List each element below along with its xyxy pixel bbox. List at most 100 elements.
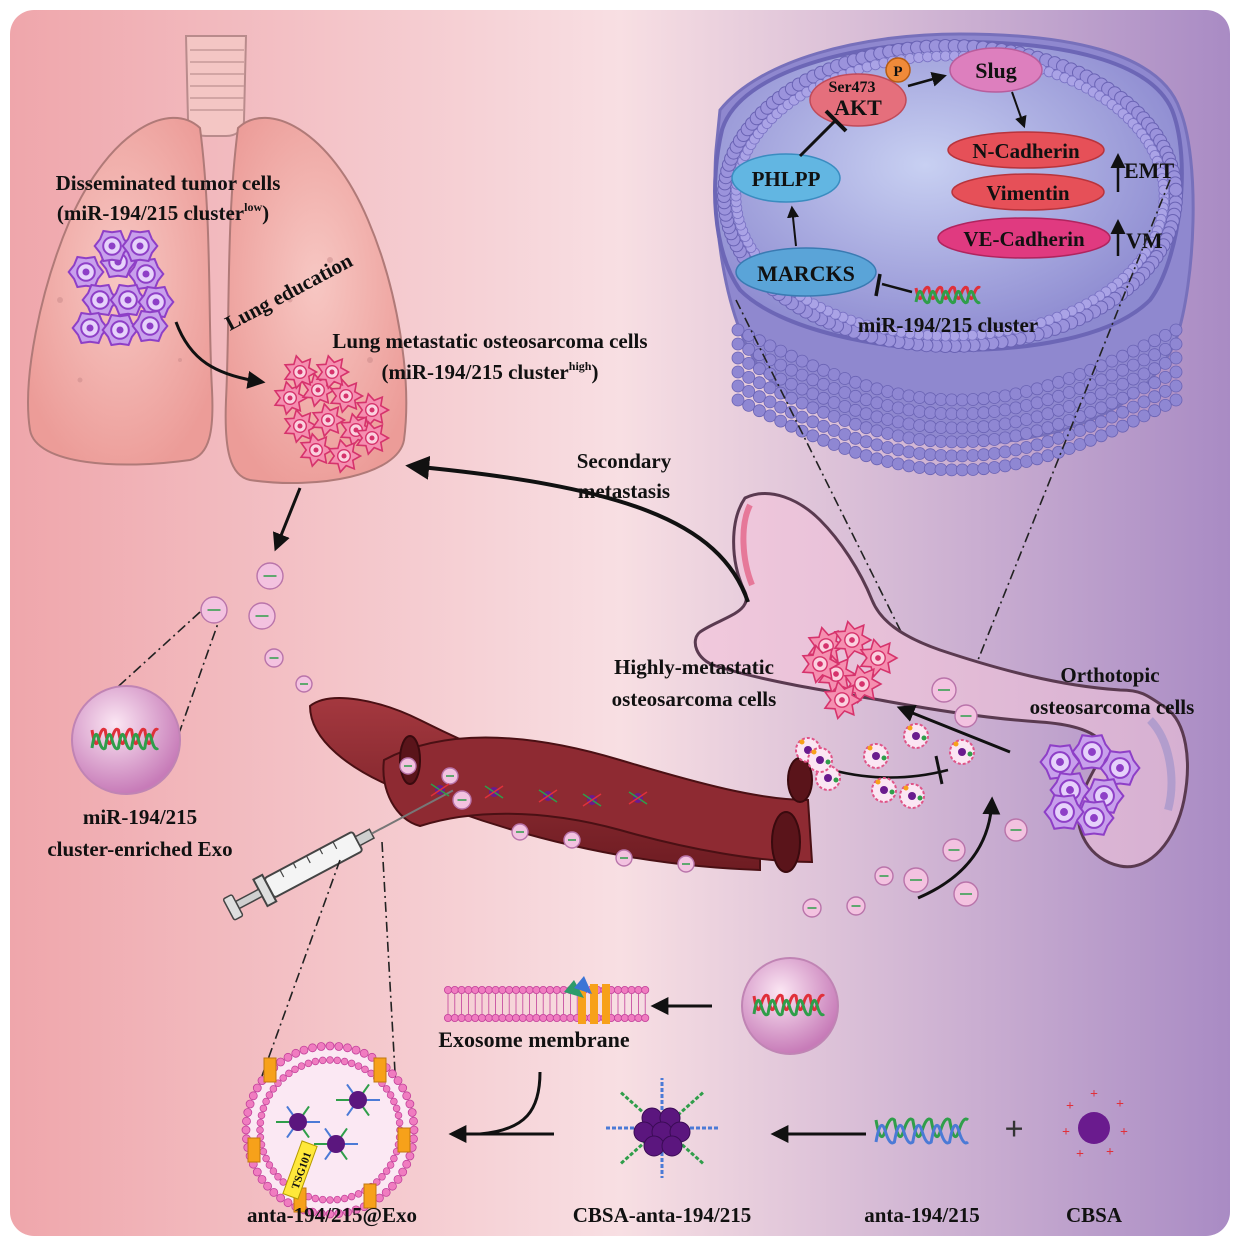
phospho-marker: [885, 57, 911, 83]
emt-label: EMT: [1124, 158, 1174, 183]
vessel-drug-particle: [538, 789, 558, 803]
anta-label: anta-194/215: [864, 1203, 980, 1227]
exosome-particle: [200, 596, 228, 624]
highly-metastatic-label-1: Highly-metastatic: [614, 655, 774, 679]
orthotopic-cell-cluster: [1039, 734, 1141, 836]
tumor-cell-pink: [355, 420, 391, 456]
exosome-particle: [874, 866, 894, 886]
exosome-particle: [511, 823, 529, 841]
tumor-cell-purple: [131, 309, 169, 343]
exosome-particle: [452, 790, 472, 810]
akt-node: [809, 73, 907, 127]
disseminated-subtitle: (miR-194/215 clusterlow): [57, 200, 269, 225]
slug-node: [949, 47, 1043, 93]
rna-strand: [90, 727, 160, 751]
ve-cadherin-node: [937, 217, 1111, 259]
tumor-cell-purple: [1039, 744, 1081, 780]
cbsa-molecule: [1078, 1112, 1110, 1144]
vimentin-node: [951, 173, 1105, 211]
plus-sign: +: [1004, 1111, 1023, 1148]
exosome-particle: [256, 562, 284, 590]
exosome-particle: [903, 867, 929, 893]
anta-194-215-exo-vesicle: [241, 1041, 419, 1219]
tumor-cell-pink: [801, 643, 841, 685]
source-exo-rna-icon: [752, 993, 826, 1017]
tumor-cell-purple: [101, 313, 139, 347]
cbsa-charge-signs: +++++++: [1062, 1087, 1128, 1162]
drug-loaded-exosome: [863, 743, 889, 769]
syringe-graduations: [279, 841, 338, 878]
charge-sign: +: [1106, 1145, 1114, 1160]
tumor-cell-pink: [329, 378, 365, 414]
marcks-node: [735, 247, 877, 297]
membrane-marker-green: [564, 980, 584, 998]
membrane-marker-blue: [574, 976, 592, 994]
disseminated-tumor-cell-cluster: [67, 229, 175, 347]
n-cadherin-label: N-Cadherin: [972, 139, 1080, 163]
vesicle-lumen: [246, 1046, 414, 1214]
orthotopic-label-2: osteosarcoma cells: [1030, 695, 1195, 719]
exosome-particle: [677, 855, 695, 873]
exosome-particle: [942, 838, 966, 862]
tumor-cell-purple: [81, 283, 119, 317]
lung-to-exo-arrow: [272, 487, 302, 552]
charge-sign: +: [1066, 1099, 1074, 1114]
orthotopic-label-1: Orthotopic: [1060, 663, 1159, 687]
tumor-cell-pink: [859, 637, 899, 679]
syringe-needle: [371, 789, 454, 835]
marcks-to-phlpp-arrow: [787, 205, 799, 247]
lung-education-arrow: [174, 321, 266, 389]
branch-vessel: [382, 736, 814, 864]
n-cadherin-node: [947, 131, 1105, 169]
highly-metastatic-label-2: osteosarcoma cells: [612, 687, 777, 711]
exo-inhibit-line: [831, 768, 949, 779]
tumor-cell-purple: [1043, 794, 1085, 830]
exosome-particle: [954, 704, 978, 728]
blood-vessel-illustration: [308, 697, 814, 873]
rna-strand: [874, 1117, 970, 1145]
anta-exo-label: anta-194/215@Exo: [247, 1203, 417, 1227]
tumor-cell-pink: [283, 408, 319, 444]
exo-inhibit-bar: [934, 755, 944, 785]
exosome-particle: [295, 675, 313, 693]
exosome-particle: [953, 881, 979, 907]
exosome-particle: [615, 849, 633, 867]
exosome-particle: [264, 648, 284, 668]
tumor-cell-pink: [283, 354, 319, 390]
tumor-cell-pink: [823, 679, 863, 721]
charge-sign: +: [1116, 1097, 1124, 1112]
tumor-cell-purple: [1099, 750, 1141, 786]
syringe-icon: [222, 789, 454, 921]
exosome-particle: [441, 767, 459, 785]
vessel-drug-particle: [582, 793, 602, 807]
drug-loaded-exosome: [807, 747, 833, 773]
orthotopic-to-metastatic-arrow: [896, 704, 1011, 754]
exo-rna-strand-icon: [90, 727, 160, 751]
tumor-cell-purple: [121, 229, 159, 263]
exo-label-2: cluster-enriched Exo: [47, 837, 232, 861]
tumor-cell-purple: [71, 311, 109, 345]
drug-loaded-exosome: [903, 723, 929, 749]
phlpp-inhibits-akt: [798, 118, 838, 158]
exosome-particle: [563, 831, 581, 849]
vm-label: VM: [1126, 228, 1163, 253]
exosome-particle: [802, 898, 822, 918]
akt-label: AKT: [834, 95, 882, 120]
phlpp-label: PHLPP: [752, 167, 821, 191]
secondary-metastasis-arrow: [405, 455, 750, 603]
charge-sign: +: [1076, 1147, 1084, 1162]
drug-loaded-exosome: [899, 783, 925, 809]
akt-ser473-label: Ser473: [828, 79, 875, 96]
right-lung: [224, 117, 408, 485]
exosome-membrane-label: Exosome membrane: [438, 1027, 629, 1052]
anta-194-215-strand-icon: [874, 1117, 970, 1145]
vessel-drug-particle: [628, 791, 648, 805]
charge-sign: +: [1062, 1125, 1070, 1140]
membrane-protein-3: [602, 984, 610, 1024]
drug-loaded-exosome: [871, 777, 897, 803]
rna-strand: [914, 285, 981, 305]
exo-label-1: miR-194/215: [83, 805, 197, 829]
zoom-guide-lines: [735, 179, 1171, 691]
